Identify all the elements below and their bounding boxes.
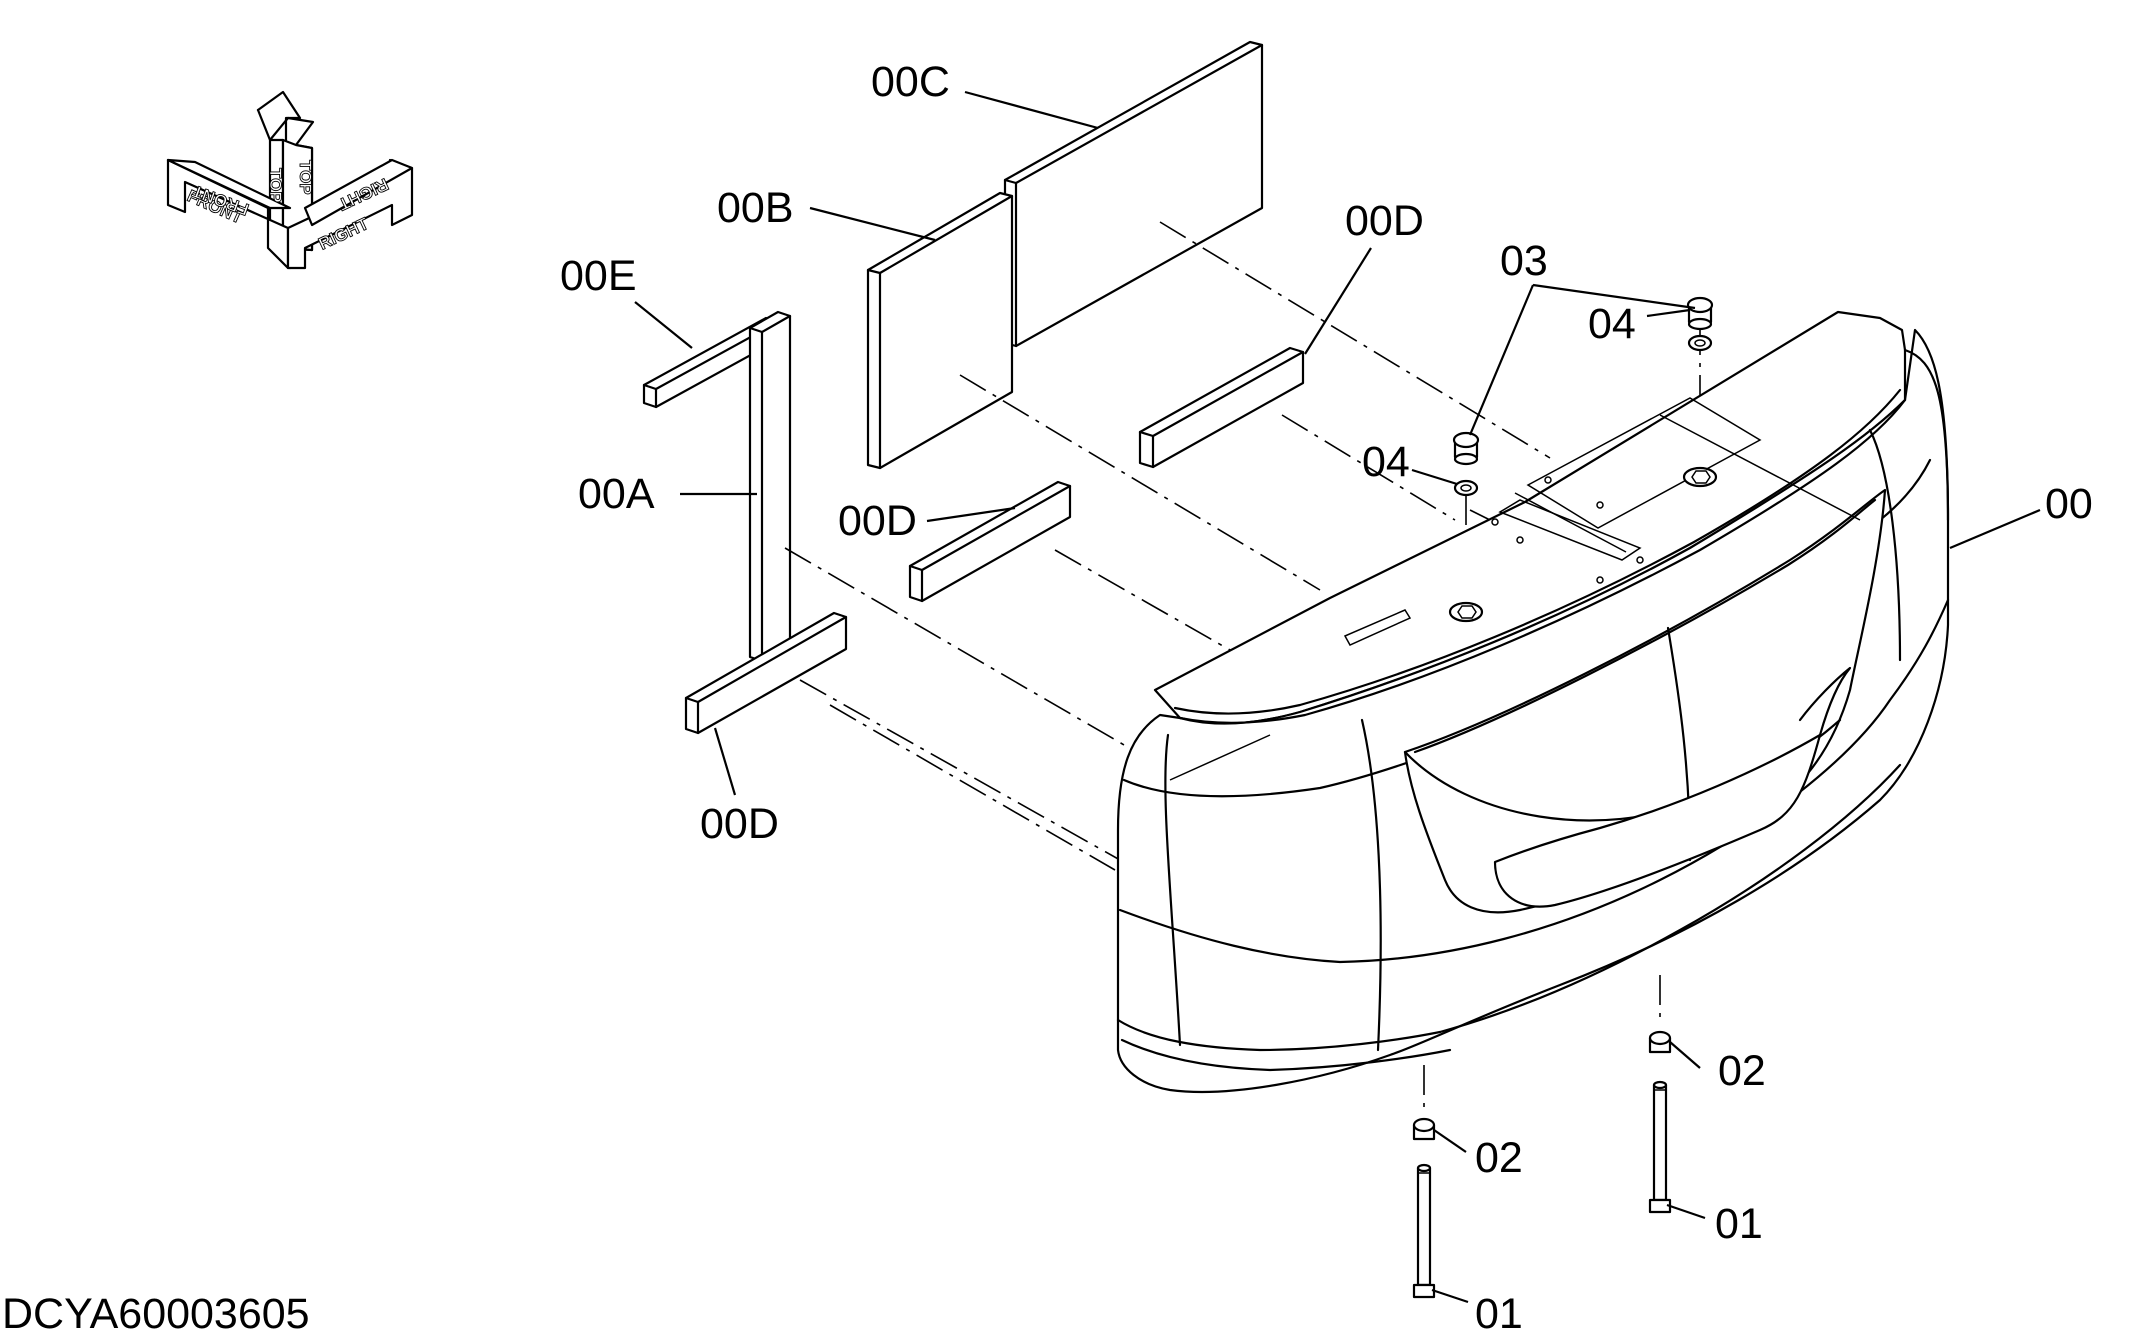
- plate-00b-part: [866, 191, 1014, 470]
- label-00d-upper: 00D: [1345, 197, 1424, 245]
- washer-02-front-part: [1412, 1117, 1436, 1141]
- top-arrow-label: TOP: [266, 168, 285, 203]
- top-arrow-label-mirror: TOP: [296, 160, 315, 195]
- plate-00a-part: [748, 310, 792, 663]
- label-00a: 00A: [578, 470, 655, 518]
- block-00d-mid-part: [908, 480, 1072, 603]
- ring-04-left-part: [1453, 479, 1479, 497]
- label-00e: 00E: [560, 252, 637, 300]
- plug-03-right-part: [1686, 296, 1714, 331]
- plate-00c-part: [1003, 40, 1264, 348]
- label-01-front: 01: [1475, 1290, 1523, 1337]
- counterweight-00-part: [1116, 310, 1950, 1093]
- plug-03-left-part: [1452, 431, 1480, 466]
- bolt-01-front-part: [1412, 1163, 1436, 1299]
- bolt-01-rear-part: [1648, 1080, 1672, 1214]
- label-03: 03: [1500, 237, 1548, 285]
- label-02-front: 02: [1475, 1134, 1523, 1182]
- label-04-left: 04: [1362, 438, 1410, 486]
- label-02-rear: 02: [1718, 1047, 1766, 1095]
- label-04-right: 04: [1588, 300, 1636, 348]
- label-00d-mid: 00D: [838, 497, 917, 545]
- drawing-code: DCYA60003605: [2, 1290, 310, 1337]
- block-00d-upper-part: [1138, 346, 1305, 469]
- label-01-rear: 01: [1715, 1200, 1763, 1248]
- label-00: 00: [2045, 480, 2093, 528]
- label-00c: 00C: [871, 58, 950, 106]
- washer-02-rear-part: [1648, 1030, 1672, 1054]
- ring-04-right-part: [1687, 334, 1713, 352]
- leader-lines: [634, 90, 2041, 1304]
- label-00d-lower: 00D: [700, 800, 779, 848]
- label-00b: 00B: [717, 184, 794, 232]
- block-00d-lower-part: [684, 611, 848, 735]
- orientation-arrows-icon: FRONT FRONT TOP TOP RIGHT RIGHT: [166, 90, 414, 270]
